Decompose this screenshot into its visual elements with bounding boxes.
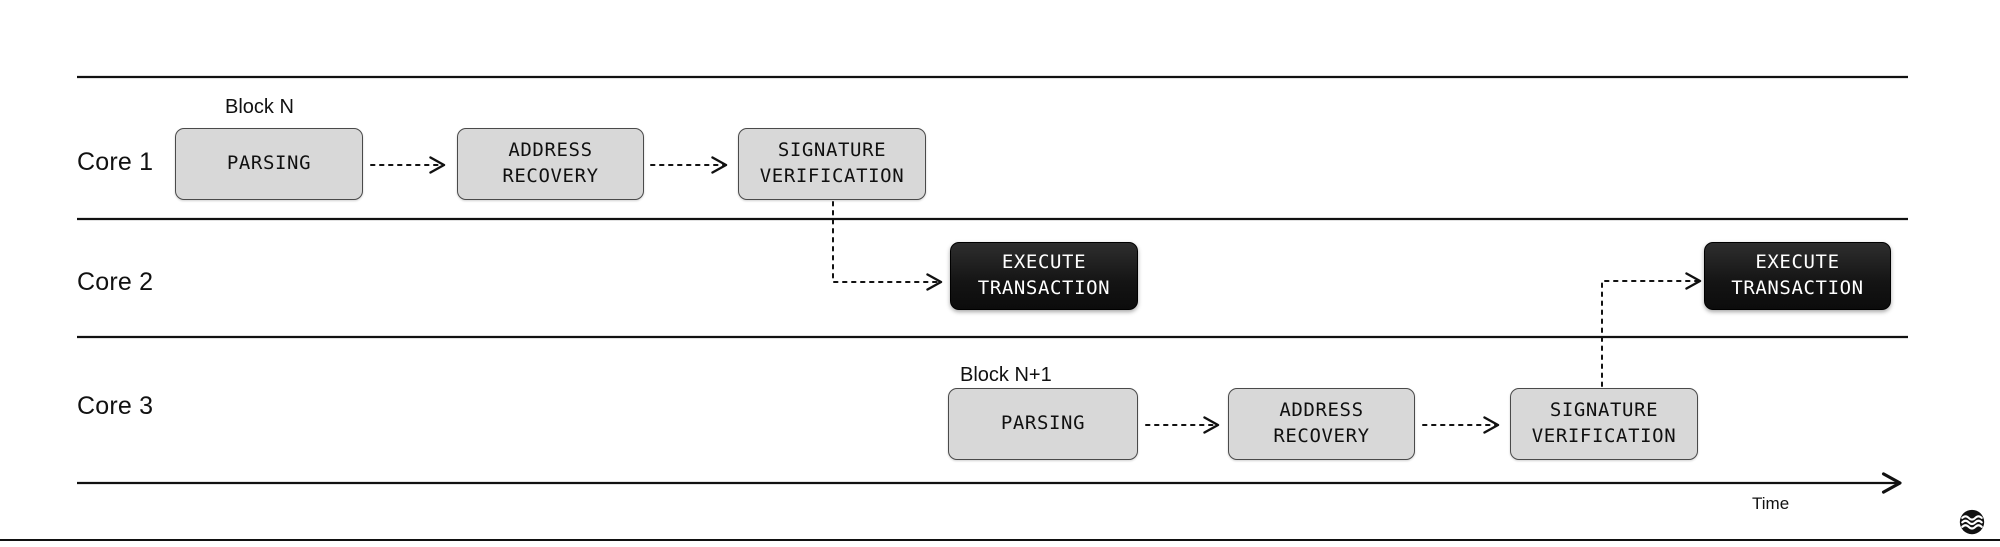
block-label-n: Block N (225, 96, 294, 118)
node-core3-signature-verification[interactable]: SIGNATURE VERIFICATION (1510, 388, 1698, 460)
node-core1-address-recovery[interactable]: ADDRESS RECOVERY (457, 128, 644, 200)
time-axis-label: Time (1752, 494, 1790, 513)
node-core2-execute-transaction-2[interactable]: EXECUTE TRANSACTION (1704, 242, 1891, 310)
lane-label-core-1: Core 1 (77, 148, 154, 176)
node-core3-parsing[interactable]: PARSING (948, 388, 1138, 460)
connector-c1-signature-to-c2-execute (832, 201, 943, 291)
wavy-circle-logo (1959, 509, 1985, 535)
connector-c3-signature-to-c2-execute (1601, 272, 1702, 387)
node-core1-signature-verification[interactable]: SIGNATURE VERIFICATION (738, 128, 926, 200)
node-core2-execute-transaction-1[interactable]: EXECUTE TRANSACTION (950, 242, 1138, 310)
lane-label-core-2: Core 2 (77, 268, 154, 296)
node-core1-parsing[interactable]: PARSING (175, 128, 363, 200)
lane-label-core-3: Core 3 (77, 392, 154, 420)
block-label-n-plus-1: Block N+1 (960, 364, 1052, 386)
node-core3-address-recovery[interactable]: ADDRESS RECOVERY (1228, 388, 1415, 460)
